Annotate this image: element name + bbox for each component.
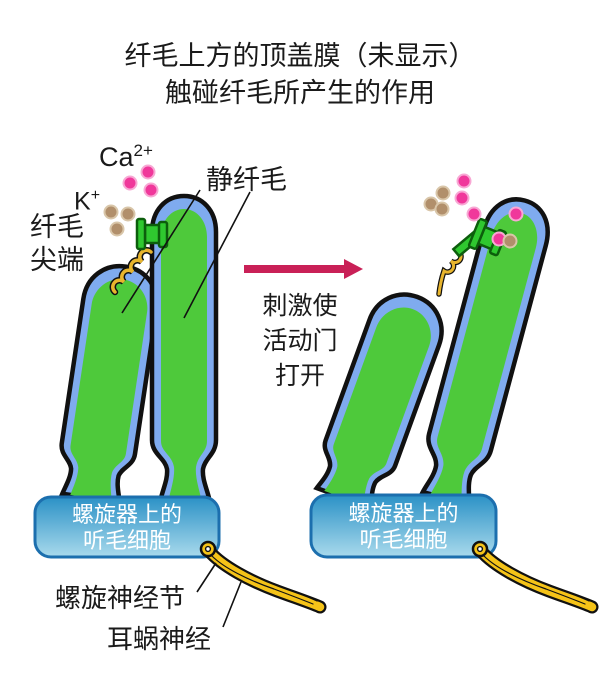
- k-ion: [435, 185, 451, 201]
- page-title: 纤毛上方的顶盖膜（未显示） 触碰纤毛所产生的作用: [0, 38, 600, 112]
- stereocilia-pointer-lines: [121, 189, 251, 319]
- channel-flange-left: [135, 217, 147, 251]
- cilia-tip-label: 纤毛 尖端: [30, 212, 84, 275]
- ca-ions: [454, 173, 524, 247]
- ca-ions: [122, 164, 159, 198]
- stereocilium-core: [430, 212, 538, 503]
- ca-ion: [454, 190, 470, 206]
- k-ion: [109, 221, 125, 237]
- panel-before: [59, 164, 251, 505]
- stereocilium-short: [59, 263, 160, 505]
- cochlear-nerve-pointer-line: [222, 581, 242, 628]
- stereocilium-core: [70, 279, 148, 502]
- title-line-2: 触碰纤毛所产生的作用: [165, 78, 435, 108]
- ca-ion: [466, 206, 482, 222]
- ion-channel-closed-icon: [135, 217, 169, 251]
- ca-ion: [143, 182, 159, 198]
- panel-after: [313, 173, 550, 512]
- arrowhead: [344, 259, 363, 279]
- calcium-ion-label: Ca2+: [99, 141, 153, 172]
- stereocilium-tall: [419, 197, 550, 508]
- k-ion: [120, 206, 136, 222]
- ca-ion: [456, 173, 472, 189]
- hair-cell-box-right: [309, 493, 498, 559]
- stereocilium-short: [313, 292, 444, 512]
- potassium-ion-label: K+: [74, 187, 101, 216]
- k-ion: [103, 204, 119, 220]
- cochlear-nerve-label: 耳蜗神经: [107, 624, 212, 654]
- tip-link-spring: [109, 247, 155, 296]
- bottom-pointer-lines: [196, 562, 242, 628]
- stereocilium-core: [324, 307, 431, 506]
- hair-cell-box-label-left: 螺旋器上的 听毛细胞: [71, 502, 182, 553]
- k-ions: [423, 185, 518, 249]
- stimulus-arrow: [244, 259, 363, 279]
- stimulus-caption: 刺激使 活动门 打开: [262, 292, 338, 390]
- k-ion: [434, 201, 450, 217]
- title-line-1: 纤毛上方的顶盖膜（未显示）: [124, 41, 476, 71]
- ca-ion: [122, 175, 138, 191]
- ca-ion: [140, 164, 156, 180]
- k-ions: [103, 204, 136, 237]
- k-ion-inside: [502, 233, 518, 249]
- stereocilium-tall: [149, 193, 219, 501]
- spiral-ganglion-pointer-line: [196, 562, 217, 593]
- nerve-fiber-right: [471, 540, 599, 614]
- stereocilium-core: [161, 209, 207, 498]
- nerve-fiber-left: [199, 540, 327, 614]
- hair-cell-box-label-right: 螺旋器上的 听毛细胞: [348, 501, 459, 552]
- stereocilia-label: 静纤毛: [206, 165, 287, 195]
- channel-flange-left: [467, 217, 488, 250]
- spiral-ganglion-label: 螺旋神经节: [55, 583, 186, 613]
- hair-cell-box-left: [33, 495, 221, 559]
- ca-ion-inside: [508, 206, 524, 222]
